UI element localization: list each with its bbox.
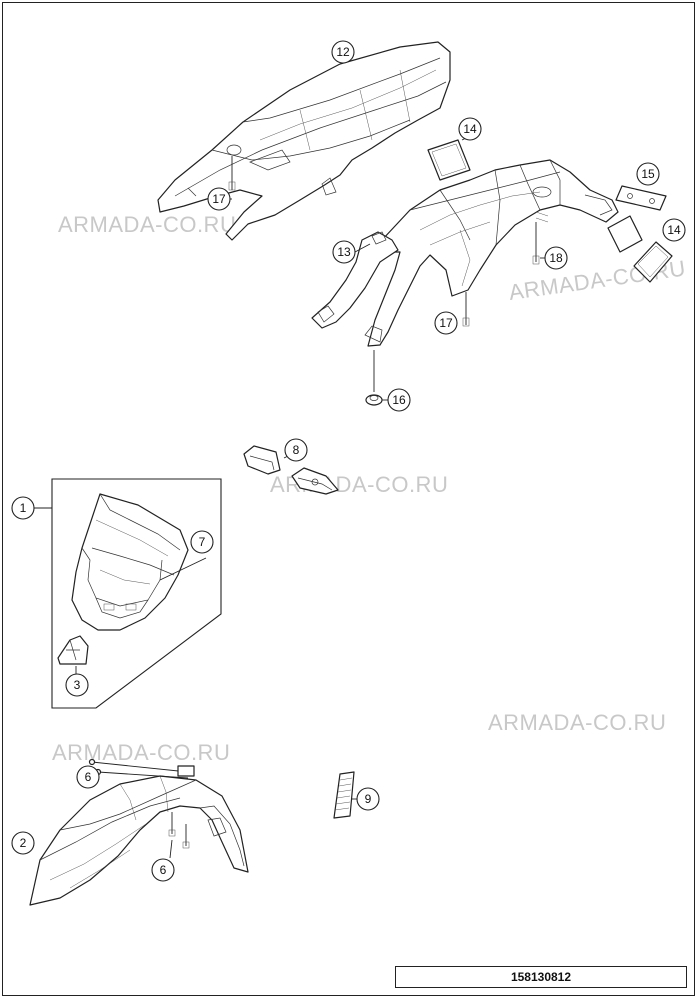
callout-1: 1 — [11, 496, 35, 520]
callout-16: 16 — [382, 388, 411, 412]
svg-text:13: 13 — [337, 245, 351, 259]
headlight-mask-part — [71, 493, 207, 631]
cable-holder-part — [243, 445, 339, 495]
svg-text:6: 6 — [85, 770, 92, 784]
callout-17: 17 — [434, 311, 458, 335]
svg-text:17: 17 — [212, 192, 226, 206]
reference-number: 158130812 — [395, 966, 687, 988]
svg-text:7: 7 — [199, 535, 206, 549]
callout-8: 8 — [283, 438, 308, 462]
callout-18: 18 — [540, 246, 568, 270]
callout-15: 15 — [636, 162, 660, 186]
watermark: ARMADA-CO.RU — [58, 212, 236, 237]
svg-text:6: 6 — [160, 863, 167, 877]
svg-text:12: 12 — [336, 45, 350, 59]
callout-6: 6 — [151, 839, 175, 882]
license-bracket-part — [615, 185, 667, 211]
callout-7: 7 — [190, 530, 214, 554]
svg-text:1: 1 — [20, 501, 27, 515]
callout-3: 3 — [65, 666, 89, 697]
headlight-bracket-part — [57, 635, 89, 665]
svg-text:2: 2 — [20, 836, 27, 850]
callout-2: 2 — [11, 831, 35, 855]
rear-fender-part — [311, 159, 619, 347]
callout-9: 9 — [352, 787, 380, 811]
svg-text:8: 8 — [293, 443, 300, 457]
watermark: ARMADA-CO.RU — [488, 710, 666, 735]
headlight-kit-group — [34, 478, 222, 709]
svg-text:15: 15 — [641, 167, 655, 181]
svg-text:14: 14 — [667, 223, 681, 237]
callout-14: 14 — [458, 117, 482, 141]
grommet-part — [365, 350, 383, 406]
screw-part — [462, 292, 470, 327]
reflector-part — [427, 139, 471, 181]
svg-text:14: 14 — [463, 122, 477, 136]
callout-14: 14 — [662, 218, 686, 242]
callout-12: 12 — [331, 40, 355, 64]
callout-6: 6 — [76, 765, 100, 789]
watermark: ARMADA-CO.RU — [52, 740, 230, 765]
callout-17: 17 — [207, 187, 232, 211]
svg-text:18: 18 — [549, 251, 563, 265]
svg-text:3: 3 — [74, 678, 81, 692]
screw-part — [532, 222, 540, 265]
front-fender-part — [29, 775, 249, 906]
svg-text:17: 17 — [439, 316, 453, 330]
svg-text:16: 16 — [392, 393, 406, 407]
callout-13: 13 — [332, 240, 371, 264]
screw-part — [88, 758, 195, 779]
protection-strip-part — [333, 771, 355, 819]
screw-part — [168, 812, 190, 849]
seat-part — [157, 41, 451, 241]
reflector-part — [607, 215, 673, 283]
svg-text:9: 9 — [365, 792, 372, 806]
